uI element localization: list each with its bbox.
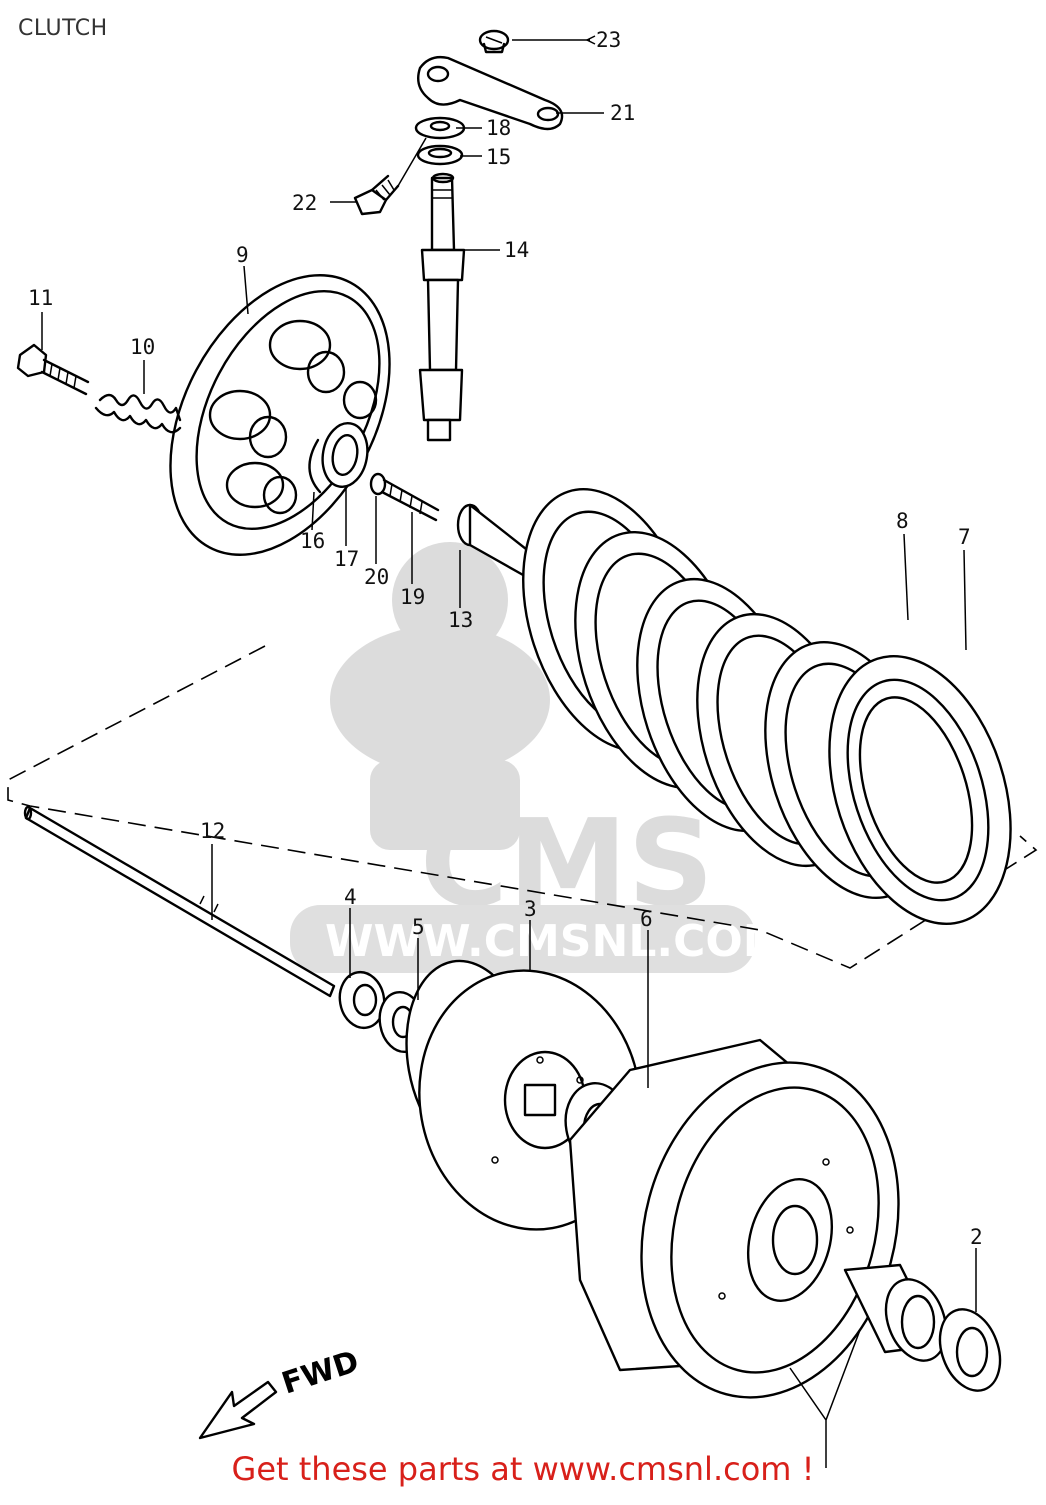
callout-6: 6 xyxy=(640,907,653,931)
spacer-4 xyxy=(338,970,386,1030)
forward-arrow-icon xyxy=(198,1380,278,1440)
screw-23 xyxy=(478,29,510,54)
push-piece-19 xyxy=(380,478,440,522)
callout-16: 16 xyxy=(300,529,325,553)
release-shaft-14 xyxy=(418,172,466,442)
washer-2 xyxy=(938,1308,1002,1392)
clutch-housing xyxy=(568,1038,900,1399)
callout-10: 10 xyxy=(130,335,155,359)
callout-3: 3 xyxy=(524,897,537,921)
callout-13: 13 xyxy=(448,608,473,632)
bolt-22 xyxy=(353,174,400,216)
clutch-bolt-11 xyxy=(16,343,90,396)
page-title: CLUTCH xyxy=(18,16,108,41)
callout-2: 2 xyxy=(970,1225,983,1249)
bearing-17 xyxy=(321,422,369,488)
callout-15: 15 xyxy=(486,145,511,169)
push-rod-12 xyxy=(23,805,336,998)
circlip-16 xyxy=(308,438,322,494)
watermark-url: WWW.CMSNL.COM xyxy=(325,916,787,967)
release-arm-21 xyxy=(417,55,564,131)
callout-7: 7 xyxy=(958,525,971,549)
callout-22: 22 xyxy=(292,191,317,215)
cms-watermark: CMS WWW.CMSNL.COM xyxy=(290,542,787,973)
callout-14: 14 xyxy=(504,238,529,262)
washer-20 xyxy=(369,472,387,496)
callout-11: 11 xyxy=(28,286,53,310)
leader-lines xyxy=(41,35,977,1468)
oring-15 xyxy=(416,144,464,166)
callout-5: 5 xyxy=(412,915,425,939)
callout-17: 17 xyxy=(334,547,359,571)
callout-9: 9 xyxy=(236,243,249,267)
callout-4: 4 xyxy=(344,885,357,909)
callout-8: 8 xyxy=(896,509,909,533)
callout-21: 21 xyxy=(610,101,635,125)
pressure-plate-9 xyxy=(169,274,391,556)
callout-18: 18 xyxy=(486,116,511,140)
clutch-plates-stack xyxy=(522,488,1012,925)
callout-23: 23 xyxy=(596,28,621,52)
forward-label: FWD xyxy=(278,1344,363,1402)
cta-link[interactable]: Get these parts at www.cmsnl.com ! xyxy=(231,1450,815,1488)
callout-labels: 23 21 18 15 22 14 9 11 10 16 17 20 19 13… xyxy=(28,28,983,1249)
callout-19: 19 xyxy=(400,585,425,609)
callout-20: 20 xyxy=(364,565,389,589)
callout-12: 12 xyxy=(200,819,225,843)
clutch-spring-10 xyxy=(94,393,182,434)
